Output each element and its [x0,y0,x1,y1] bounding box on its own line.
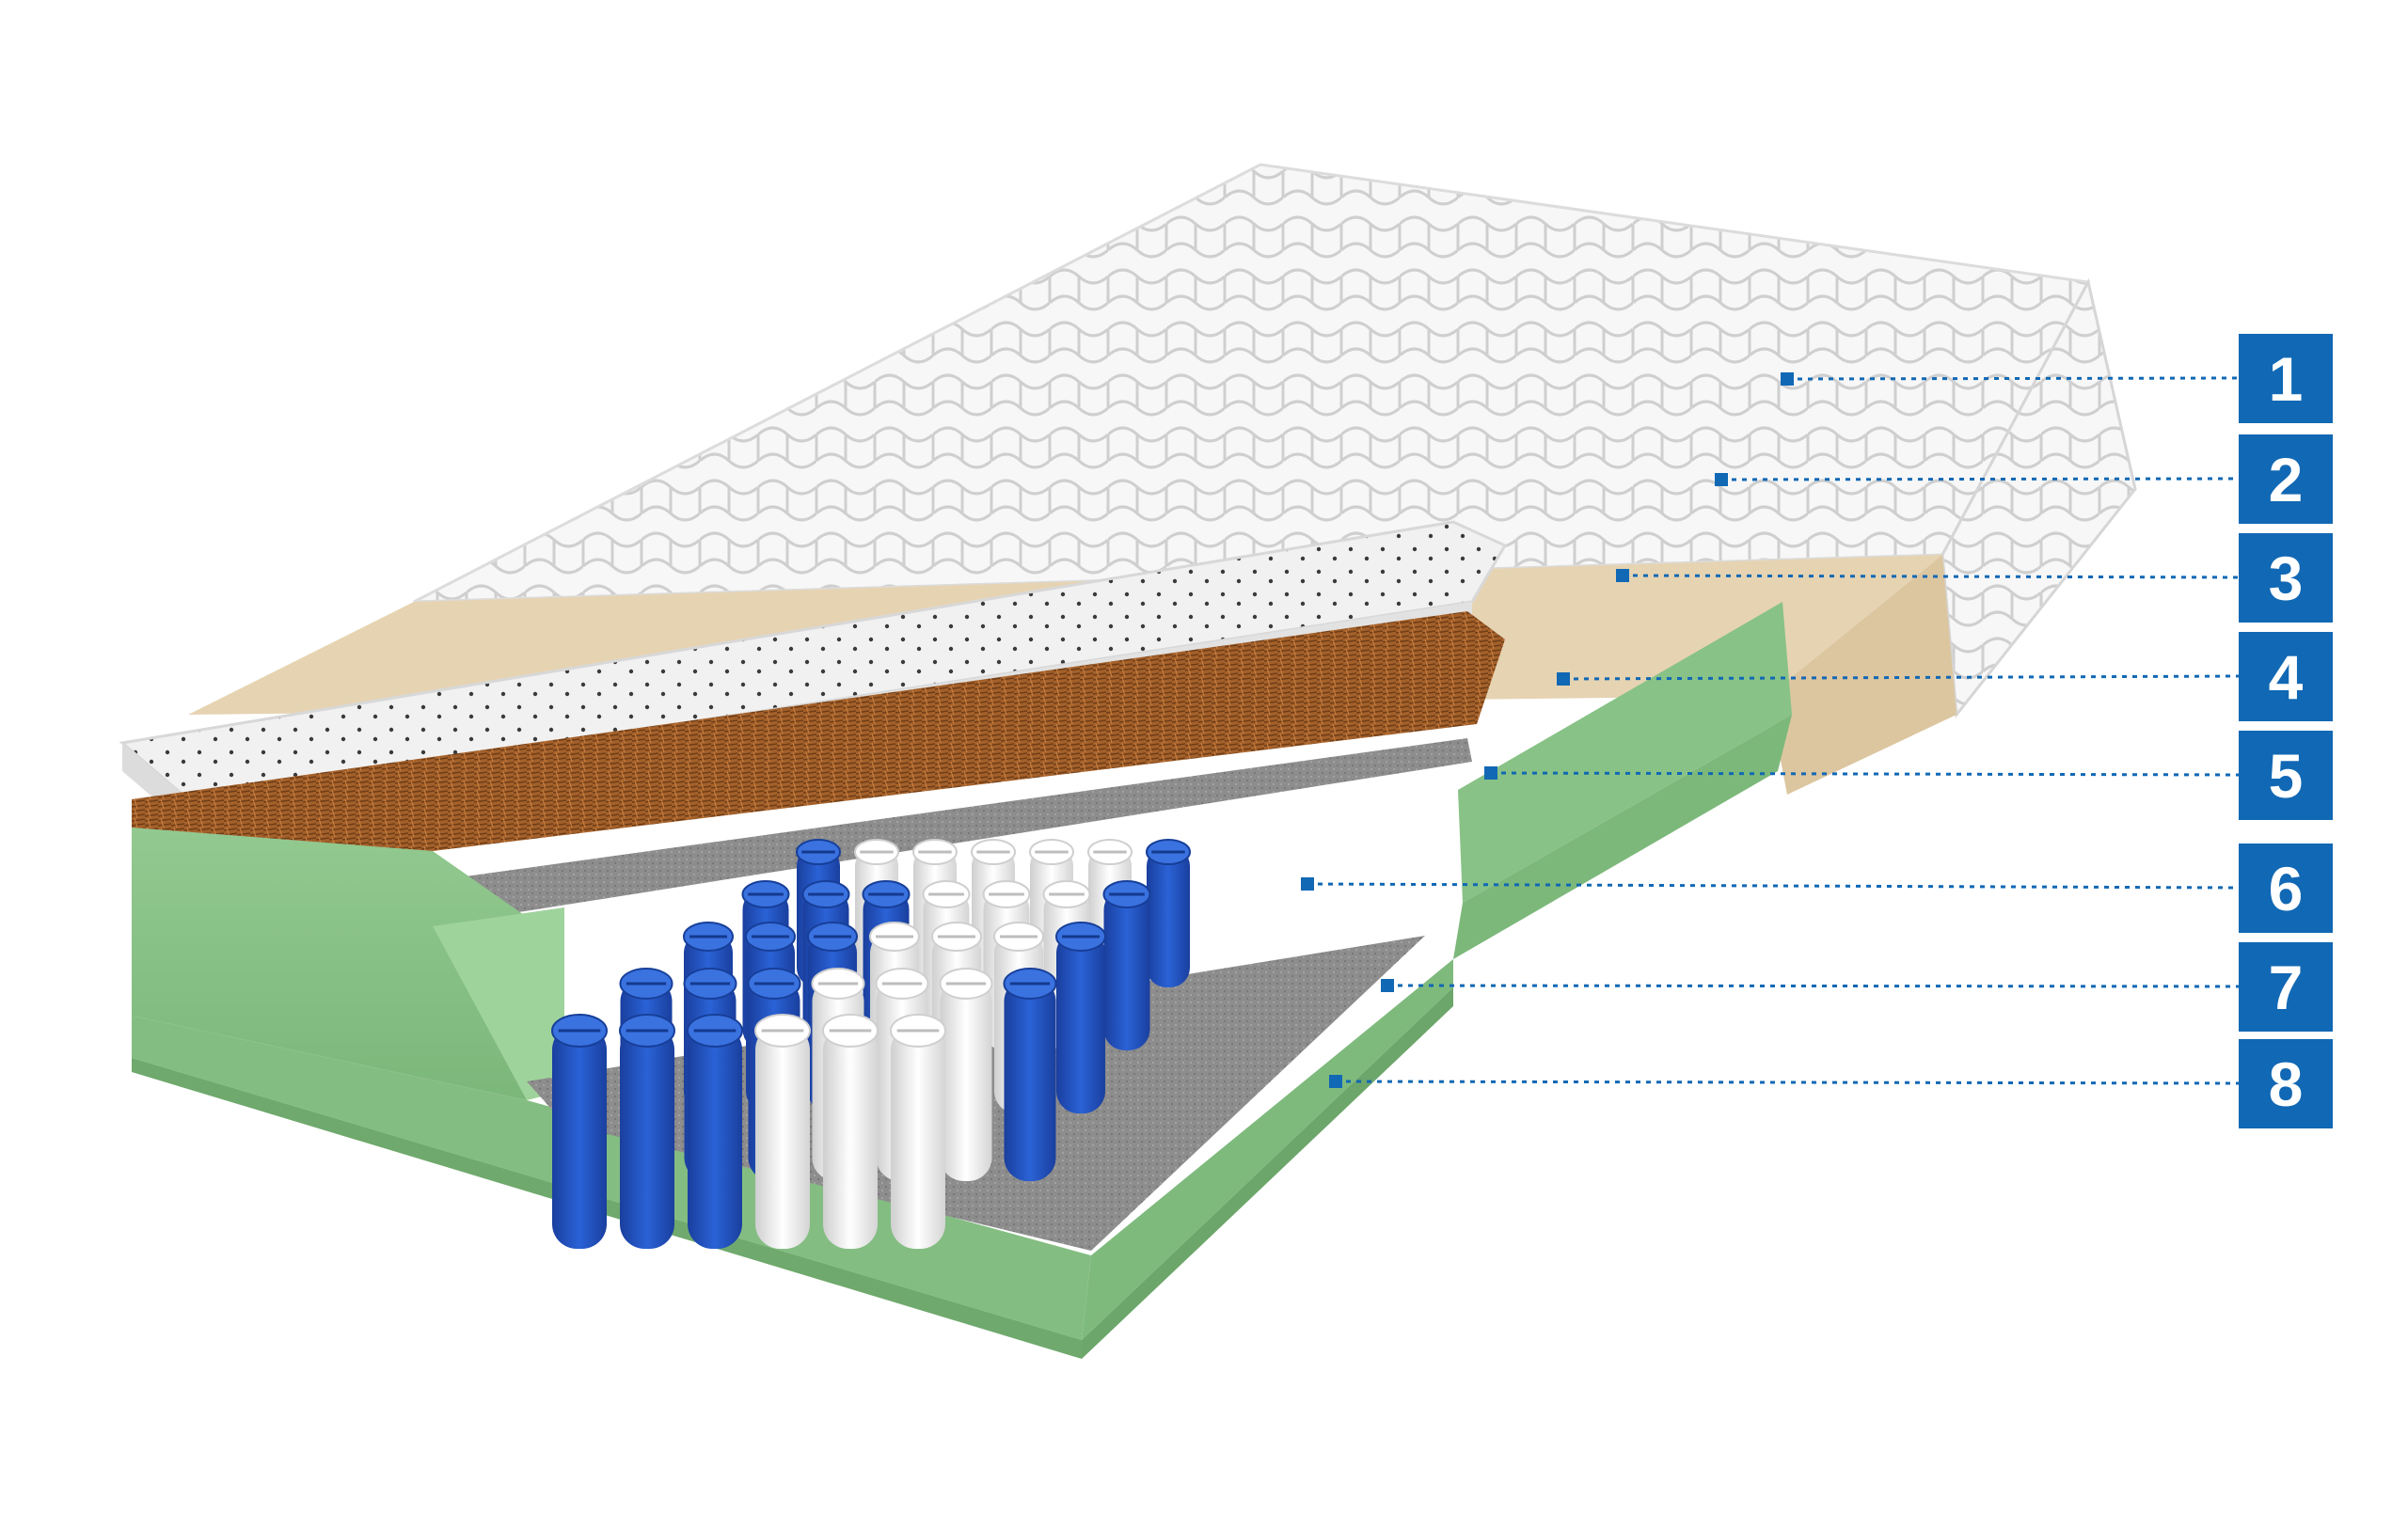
leader-line-5 [1490,771,2240,777]
leader-line-1 [1786,376,2240,381]
spring-white [754,1014,811,1249]
leader-line-6 [1307,882,2240,890]
label-badge-5: 5 [2239,731,2333,820]
label-badge-3: 3 [2239,533,2333,623]
marker-2 [1715,473,1728,486]
spring-blue [1146,839,1191,987]
layer-5-felt-mat [376,738,1472,917]
marker-8 [1329,1075,1342,1088]
spring-blue [1055,922,1106,1113]
label-badge-7: 7 [2239,942,2333,1032]
spring-white [822,1014,879,1249]
spring-blue [687,1014,743,1249]
spring-white [890,1014,946,1249]
spring-blue [619,1014,675,1249]
leader-line-2 [1720,477,2240,481]
label-badge-2: 2 [2239,434,2333,524]
label-badge-8: 8 [2239,1039,2333,1128]
layer-6-pocket-springs [551,839,1191,1249]
spring-white [939,968,993,1181]
marker-3 [1616,569,1629,582]
label-badge-4: 4 [2239,632,2333,721]
spring-blue [1003,968,1057,1181]
marker-4 [1557,672,1570,686]
marker-5 [1484,766,1497,780]
leader-line-4 [1562,674,2240,681]
leader-lines [1301,372,2240,1088]
spring-blue [551,1014,608,1249]
leader-line-8 [1335,1080,2240,1085]
marker-7 [1381,979,1394,992]
marker-6 [1301,877,1314,891]
spring-blue [1102,880,1151,1050]
label-badge-6: 6 [2239,844,2333,933]
label-badge-1: 1 [2239,334,2333,423]
marker-1 [1781,372,1794,386]
